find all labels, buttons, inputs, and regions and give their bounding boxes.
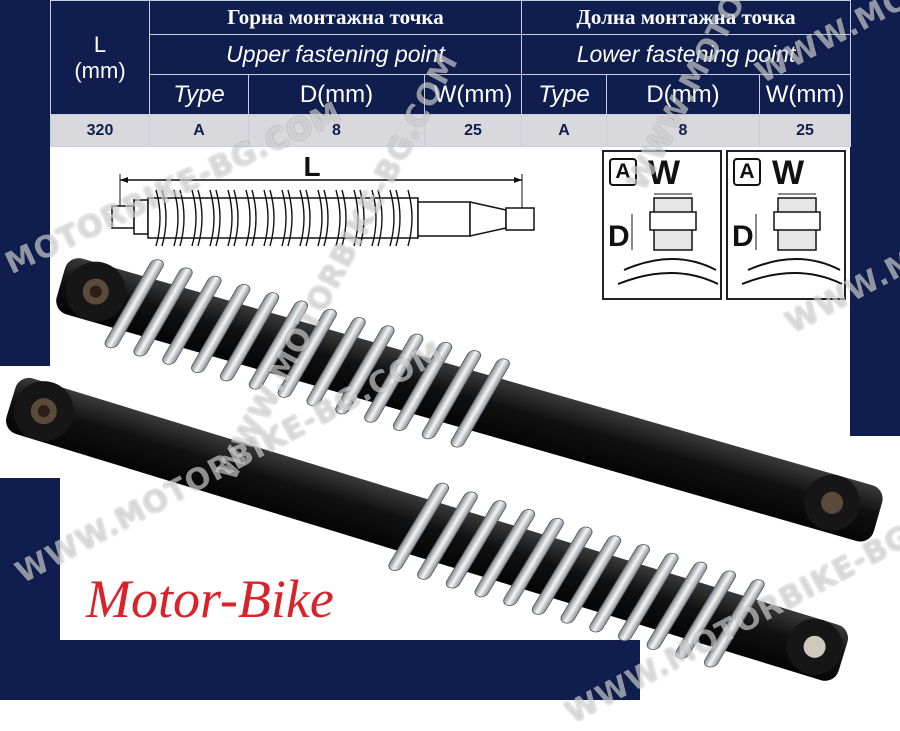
- lower-title-bg: Долна монтажна точка: [520, 0, 852, 35]
- lower-fastening-detail: A W D: [726, 150, 846, 300]
- lower-detail-type: A: [733, 158, 761, 186]
- brand-logo-text: Motor-Bike: [86, 569, 334, 629]
- shock-line-drawing: L: [96, 150, 556, 260]
- upper-title-en: Upper fastening point: [149, 34, 522, 75]
- upper-fastening-detail: A W D: [602, 150, 722, 300]
- upper-d-value: 8: [248, 114, 425, 147]
- lower-w-value: 25: [758, 114, 852, 147]
- length-value: 320: [50, 114, 150, 147]
- lower-detail-d: D: [732, 220, 754, 253]
- upper-w-value: 25: [424, 114, 522, 147]
- spec-table: L (mm) Горна монтажна точка Долна монтаж…: [50, 0, 852, 147]
- upper-detail-d: D: [608, 220, 630, 253]
- right-background: [850, 146, 900, 436]
- bottom-background: [0, 640, 640, 700]
- shock-absorber-photo: [0, 250, 900, 700]
- left-background: [0, 146, 50, 366]
- length-header-label: L (mm): [74, 31, 126, 83]
- upper-w-header: W(mm): [424, 74, 522, 115]
- length-header: L (mm): [50, 0, 150, 115]
- upper-detail-type: A: [609, 158, 637, 186]
- upper-type-value: A: [149, 114, 249, 147]
- upper-d-header: D(mm): [248, 74, 425, 115]
- lower-d-value: 8: [606, 114, 760, 147]
- lower-type-header: Type: [521, 74, 607, 115]
- lower-detail-w: W: [772, 154, 805, 192]
- lower-type-value: A: [521, 114, 607, 147]
- table-row: 320 A 8 25 A 8 25: [50, 114, 852, 147]
- upper-detail-w: W: [648, 154, 681, 192]
- upper-title-bg: Горна монтажна точка: [149, 0, 522, 35]
- lower-w-header: W(mm): [758, 74, 852, 115]
- length-label: L: [303, 151, 320, 182]
- upper-type-header: Type: [149, 74, 249, 115]
